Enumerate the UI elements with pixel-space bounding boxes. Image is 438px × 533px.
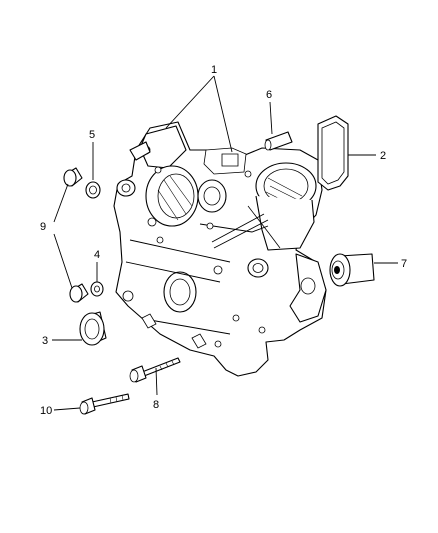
callout-8: 8 [153,399,159,411]
callout-5: 5 [89,129,95,141]
callout-1: 1 [211,64,217,76]
callout-3: 3 [42,335,48,347]
callout-labels: 1 2 3 4 5 6 7 8 9 10 [40,64,407,417]
callout-7: 7 [401,258,407,270]
washer-part [90,281,104,297]
isolator-bushing-part [329,253,375,287]
callout-4: 4 [94,249,100,261]
callout-10: 10 [40,405,52,417]
leader-lines [52,75,398,411]
bolt-part-10 [79,393,130,415]
callout-6: 6 [266,89,272,101]
timing-cover-housing [113,121,327,377]
plug-upper-part [63,167,83,187]
gasket-part [317,115,349,191]
crank-seal-part [79,311,107,346]
bolt-part-8 [129,357,181,383]
seal-ring-part [85,181,101,199]
dowel-pin-part [264,131,293,151]
plug-lower-part [69,283,89,303]
callout-9: 9 [40,221,46,233]
callout-2: 2 [380,150,386,162]
